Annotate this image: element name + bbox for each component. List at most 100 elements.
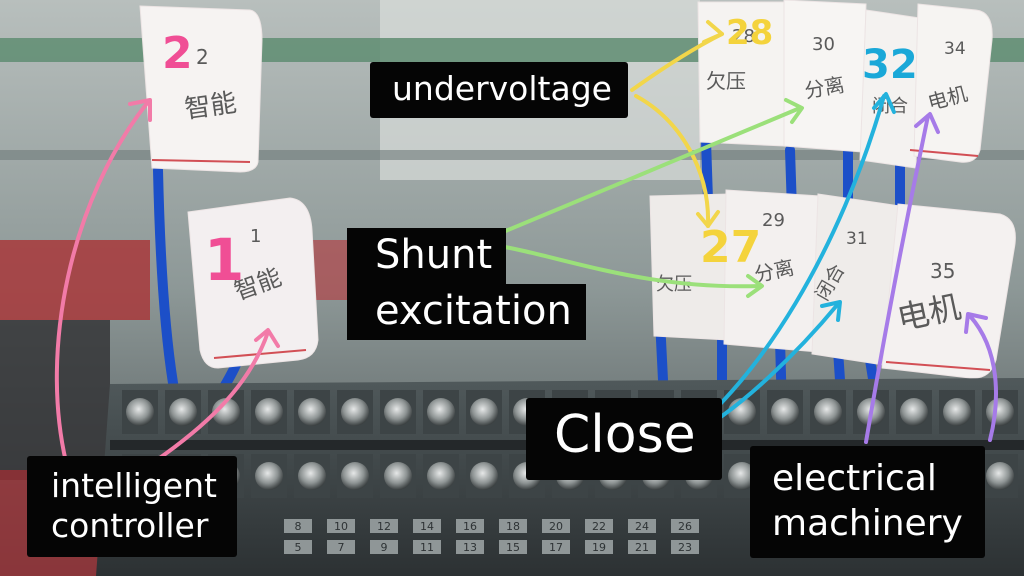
arrows bbox=[54, 20, 998, 464]
screw-top bbox=[255, 398, 283, 426]
tag-34-number: 34 bbox=[944, 39, 966, 59]
label-shunt-line2: excitation bbox=[347, 284, 586, 340]
terminal-number: 8 bbox=[295, 520, 302, 533]
tag-1-number: 1 bbox=[250, 226, 261, 247]
shunt-arrow-up-icon bbox=[482, 106, 802, 242]
tag-28-number: 28 bbox=[732, 26, 755, 47]
terminal-number-plate bbox=[628, 519, 656, 533]
terminal-number: 11 bbox=[420, 541, 434, 554]
screw-bottom bbox=[470, 462, 498, 490]
terminal-number-plate bbox=[542, 540, 570, 554]
terminal-number-plate bbox=[671, 540, 699, 554]
label-intelligent-line2: controller bbox=[51, 505, 209, 545]
terminal-number: 12 bbox=[377, 520, 391, 533]
background-shelf bbox=[0, 150, 1024, 160]
shunt-arrow-down-icon bbox=[486, 242, 762, 289]
background-red-left-2 bbox=[0, 320, 110, 480]
terminal-number: 20 bbox=[549, 520, 563, 533]
terminal-number: 5 bbox=[295, 541, 302, 554]
terminal-number-plate bbox=[327, 540, 355, 554]
screw-top bbox=[900, 398, 928, 426]
label-shunt-excitation: Shunt excitation bbox=[347, 228, 586, 340]
terminal-number-plate bbox=[370, 519, 398, 533]
screw-top bbox=[126, 398, 154, 426]
terminal-number-plate bbox=[413, 540, 441, 554]
screw-top bbox=[298, 398, 326, 426]
screw-top bbox=[212, 398, 240, 426]
terminal-number-plate bbox=[671, 519, 699, 533]
screw-bottom bbox=[986, 462, 1014, 490]
label-undervoltage: undervoltage bbox=[370, 62, 628, 118]
handwritten-1: 1 bbox=[204, 226, 244, 294]
terminal-number: 7 bbox=[338, 541, 345, 554]
screw-bottom bbox=[255, 462, 283, 490]
label-intelligent-line1: intelligent bbox=[51, 466, 217, 505]
label-electrical-line1: electrical bbox=[772, 458, 937, 499]
terminal-number: 13 bbox=[463, 541, 477, 554]
label-close: Close bbox=[526, 398, 722, 480]
screw-top bbox=[169, 398, 197, 426]
intelligent-arrow-down-icon bbox=[152, 330, 270, 464]
terminal-number-plate bbox=[499, 519, 527, 533]
terminal-number: 18 bbox=[506, 520, 520, 533]
handwritten-2: 2 bbox=[162, 28, 193, 79]
electrical-arrow-up-icon bbox=[864, 114, 930, 444]
handwritten-numbers: 2 1 28 32 27 bbox=[162, 13, 918, 294]
screw-bottom bbox=[298, 462, 326, 490]
label-electrical-line2: machinery bbox=[772, 503, 963, 544]
terminal-number: 26 bbox=[678, 520, 692, 533]
screw-top bbox=[470, 398, 498, 426]
tag-30-number: 30 bbox=[812, 34, 835, 55]
terminal-number: 14 bbox=[420, 520, 434, 533]
screw-top bbox=[943, 398, 971, 426]
terminal-number-plate bbox=[456, 519, 484, 533]
screw-top bbox=[771, 398, 799, 426]
tag-2-number: 2 bbox=[196, 45, 209, 69]
screw-top bbox=[986, 398, 1014, 426]
undervoltage-arrow-down-icon bbox=[634, 94, 711, 228]
terminal-number-plate bbox=[456, 540, 484, 554]
terminal-number: 10 bbox=[334, 520, 348, 533]
paper-tags bbox=[139, 0, 1016, 379]
terminal-number-plate bbox=[628, 540, 656, 554]
terminal-number-plate bbox=[413, 519, 441, 533]
terminal-number: 21 bbox=[635, 541, 649, 554]
label-intelligent-controller: intelligent controller bbox=[27, 456, 237, 558]
terminal-number-plate bbox=[585, 540, 613, 554]
tag-35-number: 35 bbox=[930, 259, 955, 283]
tag-1 bbox=[187, 197, 319, 369]
terminal-number: 22 bbox=[592, 520, 606, 533]
tag-28-text: 欠压 bbox=[706, 69, 746, 93]
terminal-number: 16 bbox=[463, 520, 477, 533]
screw-top bbox=[427, 398, 455, 426]
terminal-number-plate bbox=[499, 540, 527, 554]
screw-bottom bbox=[384, 462, 412, 490]
label-electrical-machinery: electrical machinery bbox=[750, 446, 985, 558]
screw-top bbox=[341, 398, 369, 426]
tag-2-text: 智能 bbox=[183, 88, 239, 125]
terminal-number: 19 bbox=[592, 541, 606, 554]
terminal-number: 24 bbox=[635, 520, 649, 533]
electrical-arrow-down-icon bbox=[968, 314, 998, 442]
screw-top bbox=[814, 398, 842, 426]
terminal-number-plate bbox=[370, 540, 398, 554]
terminal-number-plate bbox=[284, 519, 312, 533]
terminal-number-plate bbox=[585, 519, 613, 533]
screw-bottom bbox=[341, 462, 369, 490]
tag-2 bbox=[139, 5, 263, 173]
terminal-number: 23 bbox=[678, 541, 692, 554]
terminal-number-plate bbox=[327, 519, 355, 533]
label-shunt-line1: Shunt bbox=[347, 228, 507, 284]
intelligent-arrow-up-icon bbox=[54, 100, 150, 464]
terminal-number-plate bbox=[542, 519, 570, 533]
tag-31-number: 31 bbox=[846, 229, 868, 249]
terminal-number-plate bbox=[284, 540, 312, 554]
terminal-number: 15 bbox=[506, 541, 520, 554]
terminal-number: 9 bbox=[381, 541, 388, 554]
handwritten-32: 32 bbox=[862, 42, 918, 88]
terminal-number: 17 bbox=[549, 541, 563, 554]
handwritten-28: 28 bbox=[726, 13, 773, 53]
screw-bottom bbox=[728, 462, 756, 490]
screw-top bbox=[384, 398, 412, 426]
tag-29-number: 29 bbox=[762, 210, 785, 231]
